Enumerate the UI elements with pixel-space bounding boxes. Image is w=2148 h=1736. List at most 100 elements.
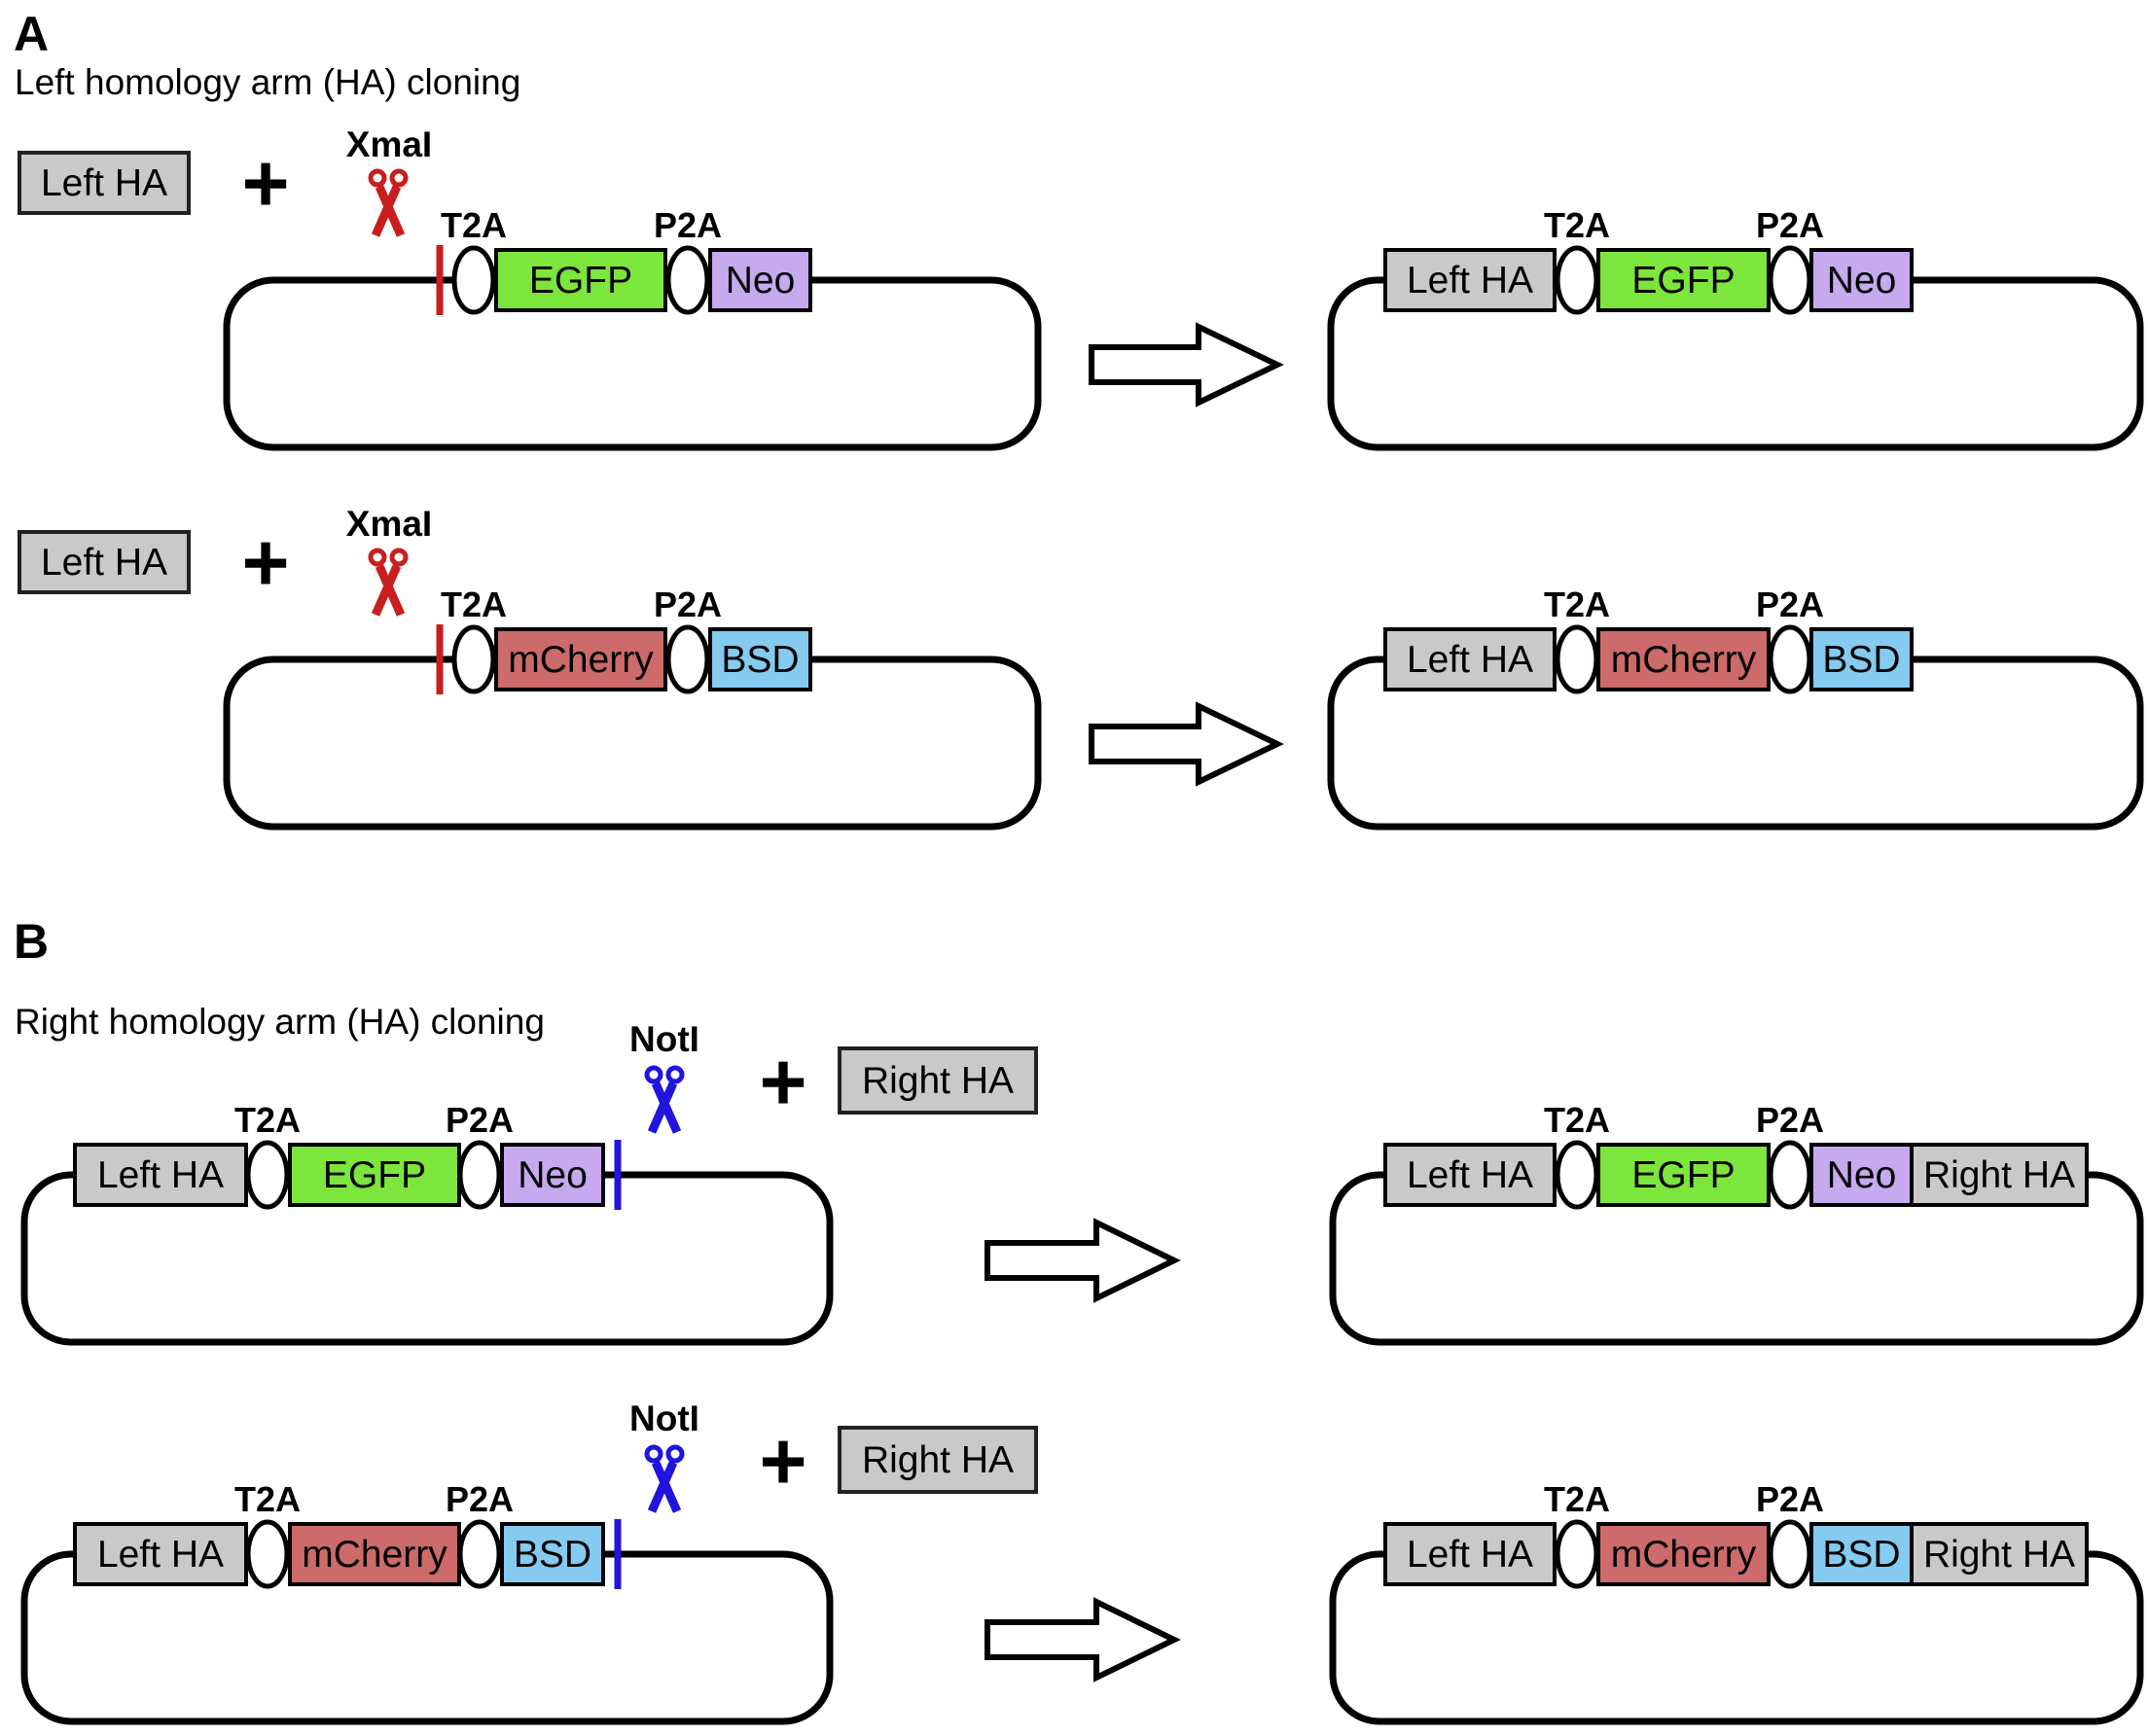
enzyme-label-xmai: XmaI — [346, 124, 432, 164]
reaction-arrow-icon — [1089, 322, 1284, 407]
gene-label-left-ha: Left HA — [97, 1154, 224, 1196]
insert-label: Left HA — [41, 542, 167, 584]
gene-box-left-ha — [1383, 627, 1557, 691]
insert-label: Right HA — [862, 1060, 1014, 1102]
scissors-icon — [368, 168, 409, 237]
gene-label-left-ha: Left HA — [1407, 1534, 1533, 1576]
linker-ellipse-p2a — [1768, 1140, 1812, 1210]
gene-box-neo — [708, 248, 812, 312]
linker-label-t2a: T2A — [1544, 205, 1610, 245]
linker-label-t2a: T2A — [1544, 585, 1610, 624]
gene-label-mcherry: mCherry — [1611, 1534, 1757, 1576]
gene-box-bsd — [500, 1522, 605, 1586]
panel-b-title: Right homology arm (HA) cloning — [15, 1002, 545, 1042]
gene-label-neo: Neo — [726, 260, 796, 301]
insert-label: Left HA — [41, 162, 167, 204]
gene-box-left-ha — [73, 1522, 248, 1586]
gene-box-neo — [1809, 248, 1914, 312]
panel-a-label: A — [14, 7, 49, 61]
enzyme-label-noti: NotI — [629, 1019, 699, 1059]
linker-label-p2a: P2A — [1756, 585, 1824, 624]
gene-box-bsd — [708, 627, 812, 691]
plus-sign: + — [759, 1036, 806, 1127]
gene-label-bsd: BSD — [1822, 1534, 1900, 1576]
linker-ellipse-t2a — [451, 245, 496, 315]
linker-ellipse-p2a — [1768, 245, 1812, 315]
gene-box-left-ha — [1383, 248, 1557, 312]
gene-label-bsd: BSD — [514, 1534, 591, 1576]
linker-ellipse-p2a — [457, 1519, 502, 1589]
insert-box-left-ha — [18, 151, 191, 215]
linker-ellipse-p2a — [1768, 624, 1812, 694]
gene-box-neo — [500, 1143, 605, 1207]
gene-label-neo: Neo — [518, 1154, 588, 1196]
linker-label-t2a: T2A — [441, 585, 507, 624]
linker-label-t2a: T2A — [441, 205, 507, 245]
linker-label-p2a: P2A — [446, 1100, 514, 1140]
linker-ellipse-t2a — [1555, 624, 1599, 694]
linker-label-t2a: T2A — [234, 1100, 301, 1140]
linker-label-t2a: T2A — [234, 1479, 301, 1519]
reaction-arrow-icon — [984, 1597, 1181, 1683]
gene-box-left-ha — [1383, 1522, 1557, 1586]
insert-label: Right HA — [862, 1439, 1014, 1481]
reaction-arrow-icon — [1089, 701, 1284, 787]
reaction-arrow-icon — [984, 1218, 1181, 1303]
linker-label-p2a: P2A — [446, 1479, 514, 1519]
gene-box-mcherry — [1596, 1522, 1771, 1586]
gene-box-bsd — [1809, 627, 1914, 691]
linker-ellipse-p2a — [665, 624, 710, 694]
gene-label-right-ha: Right HA — [1923, 1534, 2075, 1576]
gene-box-left-ha — [1383, 1143, 1557, 1207]
scissors-icon — [644, 1065, 685, 1134]
gene-label-egfp: EGFP — [323, 1154, 426, 1196]
scissors-icon — [644, 1444, 685, 1513]
gene-label-bsd: BSD — [1822, 639, 1900, 681]
gene-label-bsd: BSD — [721, 639, 799, 681]
gene-label-mcherry: mCherry — [302, 1534, 448, 1576]
scissors-icon — [368, 548, 409, 617]
gene-label-neo: Neo — [1827, 1154, 1897, 1196]
linker-ellipse-t2a — [245, 1519, 290, 1589]
gene-label-neo: Neo — [1827, 260, 1897, 301]
panel-b-label: B — [14, 914, 49, 969]
gene-label-egfp: EGFP — [529, 260, 632, 301]
linker-label-t2a: T2A — [1544, 1100, 1610, 1140]
plus-sign: + — [759, 1415, 806, 1506]
linker-ellipse-t2a — [245, 1140, 290, 1210]
enzyme-label-xmai: XmaI — [346, 504, 432, 544]
insert-box-right-ha — [838, 1426, 1038, 1494]
gene-label-left-ha: Left HA — [1407, 260, 1533, 301]
gene-label-left-ha: Left HA — [1407, 1154, 1533, 1196]
linker-ellipse-t2a — [1555, 1519, 1599, 1589]
panel-a-title: Left homology arm (HA) cloning — [15, 62, 520, 102]
linker-ellipse-t2a — [1555, 245, 1599, 315]
gene-box-egfp — [288, 1143, 461, 1207]
enzyme-label-noti: NotI — [629, 1399, 699, 1438]
gene-label-right-ha: Right HA — [1923, 1154, 2075, 1196]
linker-label-t2a: T2A — [1544, 1479, 1610, 1519]
gene-label-left-ha: Left HA — [1407, 639, 1533, 681]
linker-ellipse-p2a — [665, 245, 710, 315]
gene-box-egfp — [1596, 1143, 1771, 1207]
gene-label-egfp: EGFP — [1631, 260, 1735, 301]
linker-ellipse-p2a — [457, 1140, 502, 1210]
plus-sign: + — [241, 137, 289, 229]
gene-box-mcherry — [288, 1522, 461, 1586]
gene-label-mcherry: mCherry — [508, 639, 654, 681]
gene-box-mcherry — [1596, 627, 1771, 691]
linker-label-p2a: P2A — [654, 585, 722, 624]
gene-box-right-ha — [1910, 1143, 2089, 1207]
gene-label-mcherry: mCherry — [1611, 639, 1757, 681]
linker-label-p2a: P2A — [654, 205, 722, 245]
linker-ellipse-p2a — [1768, 1519, 1812, 1589]
insert-box-left-ha — [18, 530, 191, 594]
gene-box-mcherry — [494, 627, 667, 691]
gene-box-egfp — [494, 248, 667, 312]
gene-box-right-ha — [1910, 1522, 2089, 1586]
